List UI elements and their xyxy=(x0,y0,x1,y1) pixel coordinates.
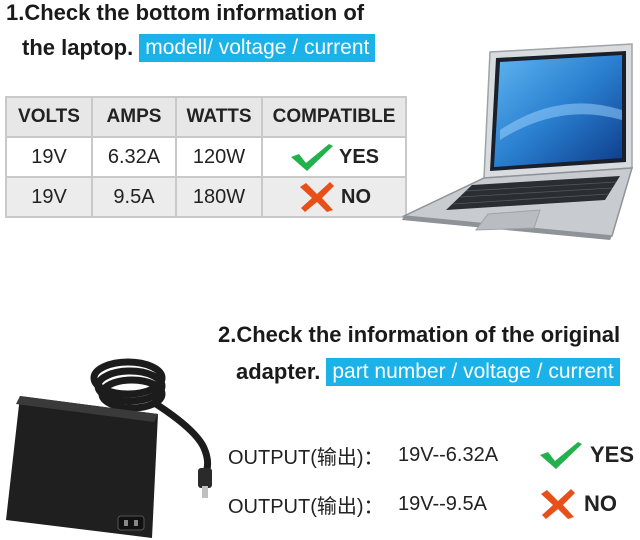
compatible-no-label: NO xyxy=(341,185,371,208)
cell-compatible: NO xyxy=(261,176,407,218)
output-row: OUTPUT(输出)： 19V--9.5A NO xyxy=(228,488,617,520)
output-value: 19V--6.32A xyxy=(398,443,499,466)
adapter-image xyxy=(6,358,212,538)
header-compatible: COMPATIBLE xyxy=(261,96,407,138)
compatibility-table: VOLTS AMPS WATTS COMPATIBLE 19V 6.32A 12… xyxy=(5,96,407,218)
output-label: OUTPUT(输出)： xyxy=(228,495,384,518)
table-header-row: VOLTS AMPS WATTS COMPATIBLE xyxy=(5,96,407,138)
cell-watts: 120W xyxy=(175,136,263,178)
cell-compatible: YES xyxy=(261,136,407,178)
header-volts: VOLTS xyxy=(5,96,93,138)
header-amps: AMPS xyxy=(91,96,177,138)
output-result: NO xyxy=(538,488,617,520)
output-result-label: YES xyxy=(590,442,635,467)
step1-subtitle-text: the laptop. xyxy=(22,35,134,60)
output-result-label: NO xyxy=(584,491,617,516)
cross-icon xyxy=(300,182,334,212)
cell-volts: 19V xyxy=(5,176,93,218)
check-icon xyxy=(540,442,582,469)
step1-title: 1.Check the bottom information of xyxy=(6,0,365,25)
compatible-yes-label: YES xyxy=(338,145,380,168)
laptop-image xyxy=(401,43,634,240)
cell-amps: 9.5A xyxy=(91,176,177,218)
table-row: 19V 6.32A 120W YES xyxy=(5,136,407,178)
table-row: 19V 9.5A 180W NO xyxy=(5,176,407,218)
step2-title: 2.Check the information of the original xyxy=(218,322,621,347)
check-icon xyxy=(290,144,333,171)
output-result: YES xyxy=(538,440,634,470)
output-row: OUTPUT(输出)： 19V--6.32A YES xyxy=(228,440,634,470)
step2-subtitle-text: adapter. xyxy=(236,359,321,384)
cell-watts: 180W xyxy=(175,176,263,218)
step1-highlight: modell/ voltage / current xyxy=(139,34,376,62)
step2-subtitle: adapter. part number / voltage / current xyxy=(236,358,620,386)
output-value: 19V--9.5A xyxy=(398,492,487,515)
cell-volts: 19V xyxy=(5,136,93,178)
header-watts: WATTS xyxy=(175,96,263,138)
cell-amps: 6.32A xyxy=(91,136,177,178)
output-label: OUTPUT(输出)： xyxy=(228,446,384,469)
step2-highlight: part number / voltage / current xyxy=(326,358,620,386)
cross-icon xyxy=(541,489,575,519)
step1-subtitle: the laptop. modell/ voltage / current xyxy=(22,34,376,62)
